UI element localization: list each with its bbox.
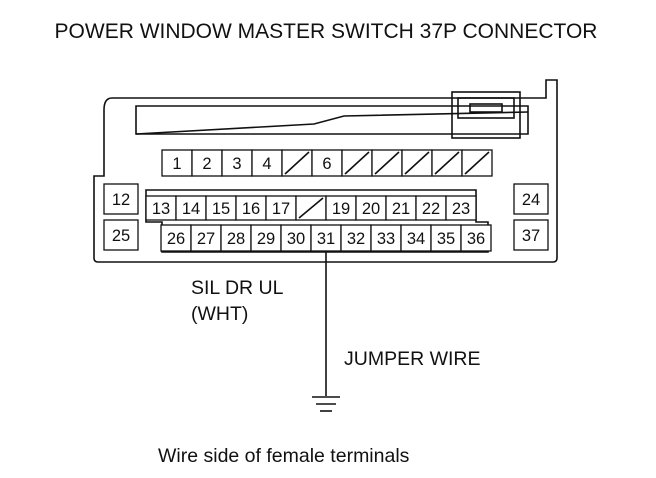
- pin-cell: [265, 195, 297, 221]
- pin-cell: [370, 224, 402, 252]
- pin-cell: [160, 224, 192, 252]
- jumper-wire-label: JUMPER WIRE: [344, 348, 481, 370]
- pin-label: 37: [522, 227, 540, 245]
- pin-cell: [311, 149, 343, 177]
- pin-label: 25: [112, 227, 130, 245]
- diagram-title: POWER WINDOW MASTER SWITCH 37P CONNECTOR: [55, 20, 598, 43]
- unused-slash: [284, 151, 310, 175]
- pin-cell: [415, 195, 447, 221]
- pin-cell: [205, 195, 237, 221]
- pin-label: 20: [362, 200, 380, 218]
- unused-slash: [434, 151, 460, 175]
- pin-label: 31: [317, 230, 335, 248]
- pin-label: 34: [407, 230, 425, 248]
- pin-label: 15: [212, 200, 230, 218]
- pin-cell: [445, 195, 477, 221]
- pin-column-left: 12 25: [103, 183, 139, 251]
- caption: Wire side of female terminals: [158, 445, 410, 467]
- wire-label: SIL DR UL: [191, 277, 284, 299]
- pin-label: 19: [332, 200, 350, 218]
- pin-label: 21: [392, 200, 410, 218]
- pin-column-right: 24 37: [513, 183, 549, 251]
- pin-label: 23: [452, 200, 470, 218]
- pin-label: 16: [242, 200, 260, 218]
- pin-label: 2: [202, 155, 211, 173]
- pin-label: 30: [287, 230, 305, 248]
- pin-label: 4: [262, 155, 271, 173]
- pin-row-1: 1 2 3 4 6: [161, 149, 493, 177]
- pin-cell: [220, 224, 252, 252]
- pin-label: 13: [152, 200, 170, 218]
- pin-label: 24: [522, 191, 540, 209]
- pin-label: 28: [227, 230, 245, 248]
- pin-cell: [161, 149, 193, 177]
- locking-tab: [135, 91, 529, 139]
- pin-label: 17: [272, 200, 290, 218]
- pin-cell: [355, 195, 387, 221]
- pin-label: 36: [467, 230, 485, 248]
- pin-row-3: 26 27 28 29 30 31 32 33 34 35 36: [160, 224, 492, 252]
- ground-symbol-icon: [312, 396, 340, 412]
- pin-label: 6: [322, 155, 331, 173]
- pin-cell: [513, 219, 549, 251]
- connector-body: [93, 79, 558, 263]
- unused-slash: [374, 151, 400, 175]
- pin-label: 3: [232, 155, 241, 173]
- wire-color-label: (WHT): [191, 303, 248, 325]
- pin-cell: [460, 224, 492, 252]
- pin-label: 32: [347, 230, 365, 248]
- pin-label: 1: [172, 155, 181, 173]
- pin-cell: [103, 183, 139, 215]
- pin-cell: [221, 149, 253, 177]
- unused-slash: [298, 197, 324, 219]
- pin-label: 35: [437, 230, 455, 248]
- pin-label: 27: [197, 230, 215, 248]
- pin-cell: [190, 224, 222, 252]
- pin-cell: [251, 149, 283, 177]
- unused-slash: [404, 151, 430, 175]
- pin-label: 22: [422, 200, 440, 218]
- pin-row-2: 13 14 15 16 17 19 20 21 22 23: [145, 195, 477, 221]
- pin-cell: [325, 195, 357, 221]
- pin-label: 14: [182, 200, 200, 218]
- pin-label: 29: [257, 230, 275, 248]
- pin-cell: [103, 219, 139, 251]
- pin-cell: [513, 183, 549, 215]
- pin-label: 12: [112, 191, 130, 209]
- pin-label: 33: [377, 230, 395, 248]
- pin-cell: [400, 224, 432, 252]
- unused-slash: [464, 151, 490, 175]
- unused-slash: [344, 151, 370, 175]
- pin-cell: [250, 224, 282, 252]
- pin-cell: [175, 195, 207, 221]
- pin-label: 26: [167, 230, 185, 248]
